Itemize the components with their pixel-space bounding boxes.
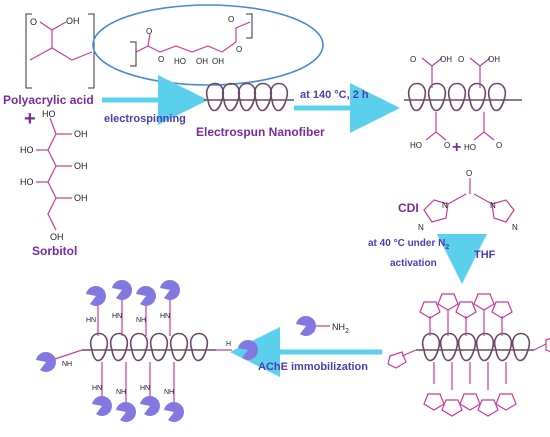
nanofiber-coil [204, 82, 294, 112]
if-nh-3: NH [164, 389, 174, 396]
cdi-n-2: N [490, 201, 496, 210]
enzyme-bottom-1 [92, 395, 112, 416]
carboxylated-fiber [404, 57, 522, 141]
if-hn-2: HN [112, 313, 122, 320]
ellipse-o-3: O [228, 15, 234, 24]
activated-fiber [387, 293, 550, 417]
chem-o: O [30, 17, 37, 27]
immobilization-arrow: AChE immobilization [230, 327, 382, 377]
chem-oh: OH [66, 16, 80, 26]
enzyme-bottom-4 [164, 401, 184, 422]
electrospinning-arrow: electrospinning [102, 75, 208, 125]
if-h-right: H [226, 341, 231, 348]
sorbitol-ho-3: HO [20, 177, 34, 187]
cf-oh-2: OH [488, 55, 500, 64]
cf-o-1: O [410, 55, 416, 64]
ellipse-oh-2: OH [212, 57, 224, 66]
enzyme-top-2 [112, 279, 132, 300]
enzyme-bottom-3 [140, 395, 160, 416]
cf-o-2: O [458, 55, 464, 64]
cdi-n-4: N [512, 223, 518, 232]
enzyme-top-1 [86, 285, 106, 306]
crosslink-ellipse: O O HO OH OH O O [92, 4, 324, 86]
sorbitol-ho-2: HO [20, 145, 34, 155]
if-nh-1: NH [136, 317, 146, 324]
if-nh-2: NH [116, 389, 126, 396]
cf-o-4: O [496, 141, 502, 150]
at-40-label: at 40 °C under N2 [368, 238, 449, 251]
plus-sign-1: + [24, 108, 36, 130]
nh2-label: NH2 [332, 322, 349, 335]
electrospinning-label: electrospinning [104, 113, 186, 125]
enzyme-bottom-2 [116, 401, 136, 422]
if-hn-1: HN [86, 317, 96, 324]
if-hn-4: HN [92, 385, 102, 392]
ellipse-ho: HO [174, 57, 186, 66]
cdi-n-1: N [442, 201, 448, 210]
activation-arrow: at 40 °C under N2 activation THF [368, 234, 496, 284]
plus-sign-2: + [452, 139, 461, 156]
polyacrylic-acid-structure: O OH Polyacrylic acid [3, 13, 95, 107]
polyacrylic-acid-label: Polyacrylic acid [3, 93, 94, 107]
heat-arrow: at 140 °C, 2 h [294, 83, 400, 133]
sorbitol-label: Sorbitol [32, 244, 77, 258]
cf-o-3: O [444, 141, 450, 150]
thf-label: THF [474, 249, 496, 261]
enzyme-top-4 [160, 279, 180, 300]
ellipse-o-2: O [158, 55, 164, 64]
cf-ho-1: HO [410, 141, 422, 150]
cdi-n-3: N [418, 223, 424, 232]
immobilized-fiber [51, 294, 232, 404]
cdi-structure: O N N N N CDI [398, 169, 518, 232]
ellipse-o-4: O [236, 45, 242, 54]
ellipse-o-1: O [146, 27, 152, 36]
sorbitol-oh-4: OH [50, 232, 64, 242]
sorbitol-oh-2: OH [74, 161, 88, 171]
enzyme-left [36, 351, 56, 372]
activation-label: activation [390, 258, 437, 269]
enzyme-nh2: NH2 [296, 315, 349, 336]
cf-ho-2: HO [464, 143, 476, 152]
enzyme-top-3 [136, 285, 156, 306]
at-140-label: at 140 °C, 2 h [300, 89, 369, 101]
sorbitol-oh-1: OH [74, 129, 88, 139]
ellipse-oh-1: OH [196, 57, 208, 66]
if-hn-3: HN [160, 313, 170, 320]
sorbitol-ho-1: HO [42, 109, 56, 119]
cdi-label: CDI [398, 201, 419, 215]
cdi-o: O [466, 169, 472, 178]
if-hn-5: HN [140, 385, 150, 392]
electrospun-nanofiber-label: Electrospun Nanofiber [196, 125, 325, 139]
cf-oh-1: OH [440, 55, 452, 64]
sorbitol-oh-3: OH [74, 193, 88, 203]
ache-immobilization-label: AChE immobilization [258, 361, 368, 373]
if-nh-left: NH [62, 361, 72, 368]
sorbitol-structure: HO OH HO OH HO OH OH Sorbitol [20, 109, 88, 258]
